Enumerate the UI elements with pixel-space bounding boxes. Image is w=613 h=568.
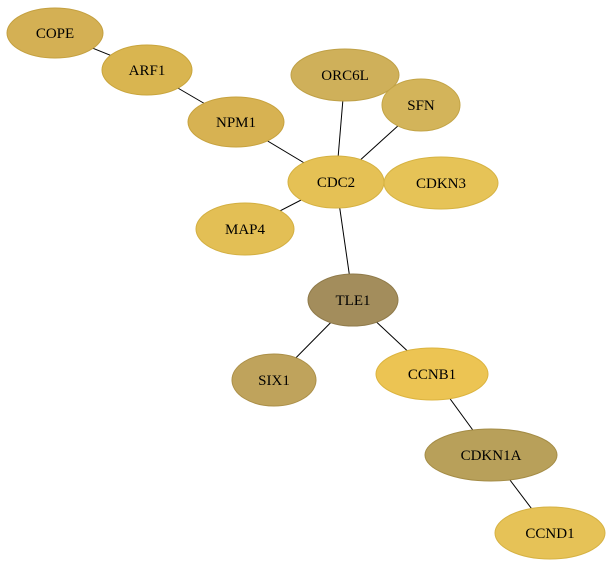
node-ellipse[interactable] [6,7,104,59]
node-ccnd1[interactable]: CCND1 [494,506,606,560]
node-ellipse[interactable] [287,155,385,209]
node-ellipse[interactable] [101,44,193,96]
node-sfn[interactable]: SFN [381,78,461,132]
node-tle1[interactable]: TLE1 [307,273,399,327]
node-six1[interactable]: SIX1 [231,353,317,407]
node-map4[interactable]: MAP4 [195,202,295,256]
node-ccnb1[interactable]: CCNB1 [375,347,489,401]
node-ellipse[interactable] [381,78,461,132]
node-arf1[interactable]: ARF1 [101,44,193,96]
node-npm1[interactable]: NPM1 [187,96,285,148]
node-ellipse[interactable] [231,353,317,407]
node-ellipse[interactable] [424,428,558,482]
node-cope[interactable]: COPE [6,7,104,59]
node-orc6l[interactable]: ORC6L [290,48,400,102]
node-ellipse[interactable] [307,273,399,327]
node-ellipse[interactable] [290,48,400,102]
node-ellipse[interactable] [383,156,499,210]
node-ellipse[interactable] [187,96,285,148]
node-cdkn1a[interactable]: CDKN1A [424,428,558,482]
node-cdc2[interactable]: CDC2 [287,155,385,209]
node-ellipse[interactable] [494,506,606,560]
node-ellipse[interactable] [375,347,489,401]
node-ellipse[interactable] [195,202,295,256]
node-cdkn3[interactable]: CDKN3 [383,156,499,210]
